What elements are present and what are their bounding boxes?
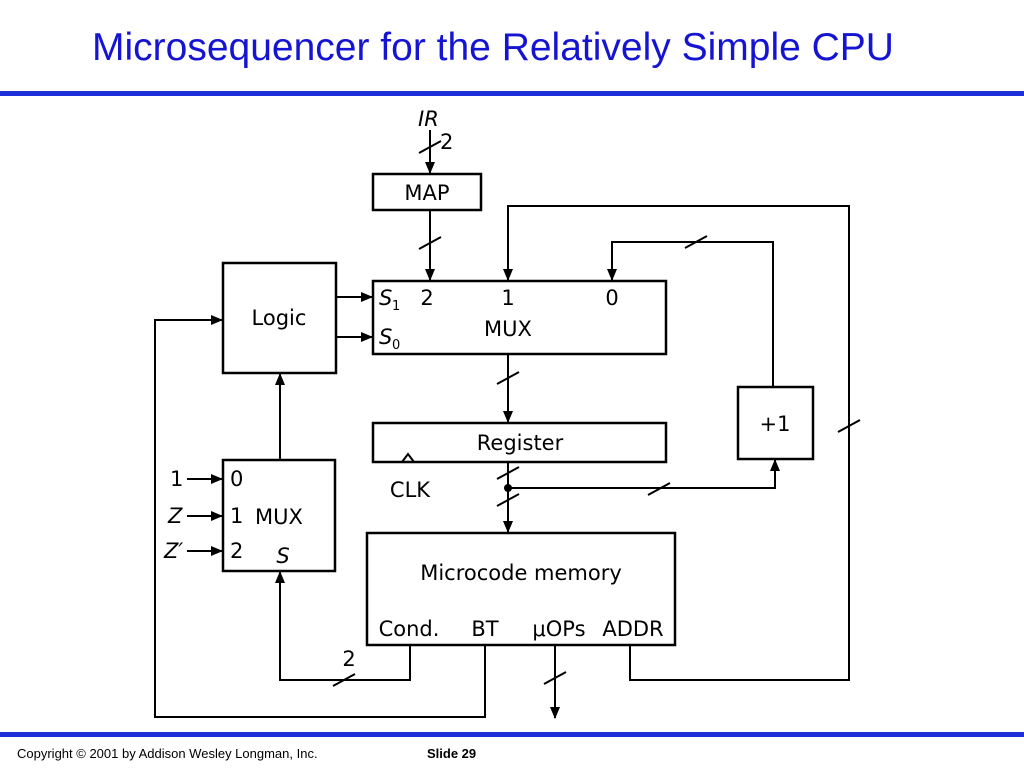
mux-select-s0-sub: 0	[392, 338, 400, 353]
signal-one-label: 1	[170, 467, 183, 491]
bus-slash	[496, 371, 520, 385]
mux-input-1: 1	[501, 286, 514, 310]
cond-mux-select: S	[276, 544, 289, 568]
mux-input-0: 0	[605, 286, 618, 310]
map-label: MAP	[404, 181, 449, 205]
addr-to-mux-wire	[503, 205, 850, 681]
bus-slash	[543, 671, 567, 685]
clock-edge-icon	[401, 452, 415, 463]
bus-slash	[332, 673, 356, 687]
register-to-increment-wire	[508, 459, 780, 489]
field-uops: μOPs	[532, 617, 585, 641]
junction-dot	[504, 484, 512, 492]
bus-slash	[684, 235, 708, 249]
cond-width-label: 2	[342, 647, 355, 671]
incrementer-block: +1	[736, 385, 815, 461]
wires	[154, 130, 861, 719]
field-addr: ADDR	[602, 617, 663, 641]
slide-title: Microsequencer for the Relatively Simple…	[92, 26, 894, 69]
signal-z-label: Z	[167, 504, 183, 528]
cond-mux-label: MUX	[255, 505, 303, 529]
copyright-text: Copyright © 2001 by Addison Wesley Longm…	[17, 746, 318, 761]
clock-label: CLK	[390, 478, 431, 502]
microcode-memory-block: Microcode memory Cond. BT μOPs ADDR	[365, 531, 677, 647]
slide-number: Slide 29	[427, 746, 477, 761]
field-cond: Cond.	[379, 617, 440, 641]
cond-mux-input-2: 2	[230, 539, 243, 563]
signal-zbar-label: Z′	[163, 539, 183, 563]
mux-input-2: 2	[420, 286, 433, 310]
register-block: Register CLK	[371, 421, 668, 502]
mux-select-s0: S	[379, 325, 392, 349]
cond-mux-input-1: 1	[230, 504, 243, 528]
bus-slash	[647, 482, 671, 496]
register-label: Register	[477, 431, 564, 455]
logic-block: Logic	[221, 261, 338, 375]
bus-slash	[496, 493, 520, 507]
cond-mux-input-0: 0	[230, 467, 243, 491]
cond-mux-block: 0 1 2 MUX S	[221, 458, 337, 573]
ir-width-label: 2	[440, 130, 453, 154]
bus-slash	[837, 419, 861, 433]
title-rule	[0, 91, 1024, 96]
map-block: MAP	[371, 172, 483, 212]
mux-select-s1-sub: 1	[392, 299, 400, 314]
bt-to-logic-wire	[154, 315, 486, 718]
incrementer-label: +1	[760, 412, 791, 436]
bus-slash	[496, 466, 520, 480]
main-mux-block: S 1 S 0 2 1 0 MUX	[371, 279, 668, 356]
bus-slash	[418, 140, 442, 154]
logic-label: Logic	[252, 306, 307, 330]
bus-slash	[418, 236, 442, 250]
microsequencer-diagram: MAP Logic S 1 S 0 2 1 0 MUX Register CLK…	[154, 107, 861, 719]
microcode-memory-label: Microcode memory	[420, 561, 622, 585]
ir-label: IR	[418, 107, 439, 131]
footer-rule	[0, 732, 1024, 737]
field-bt: BT	[471, 617, 498, 641]
increment-to-mux-wire	[607, 241, 774, 387]
mux-select-s1: S	[379, 286, 392, 310]
main-mux-label: MUX	[484, 317, 532, 341]
